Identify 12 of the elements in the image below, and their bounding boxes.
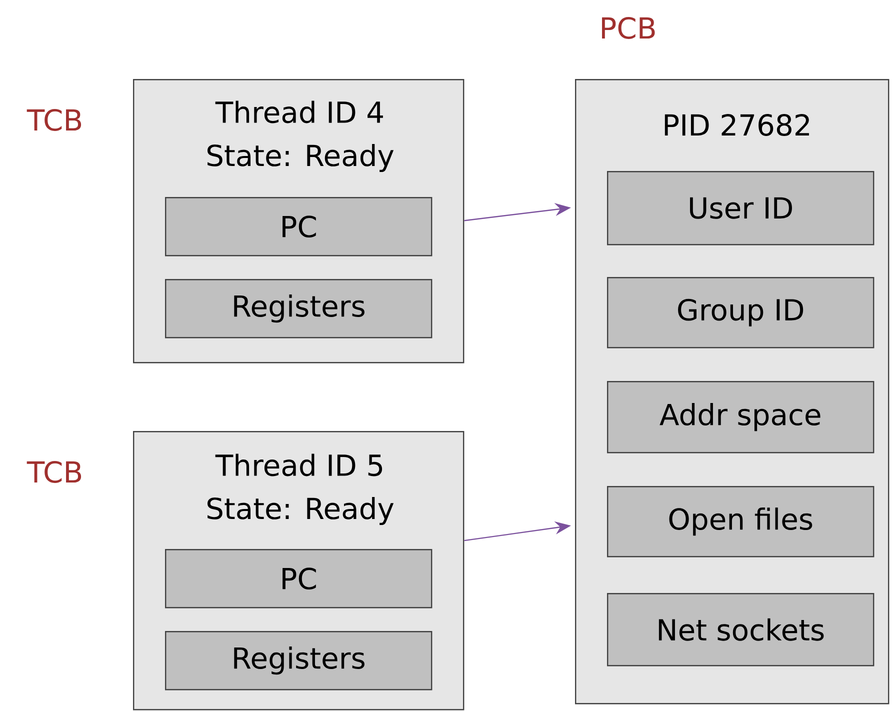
field-box: User ID [607,171,874,246]
node-label: PCB [602,17,655,39]
field-box: Open files [607,486,874,558]
field-box: Addr space [607,381,874,454]
field-box: PC [165,197,432,256]
field-box: PC [165,549,432,608]
block-label: TCB [26,109,82,131]
field-box: Net sockets [607,593,874,666]
field-box: Group ID [607,277,874,348]
block-label: TCB [26,461,82,483]
field-box: Registers [165,631,432,690]
field-box: Registers [165,279,432,338]
